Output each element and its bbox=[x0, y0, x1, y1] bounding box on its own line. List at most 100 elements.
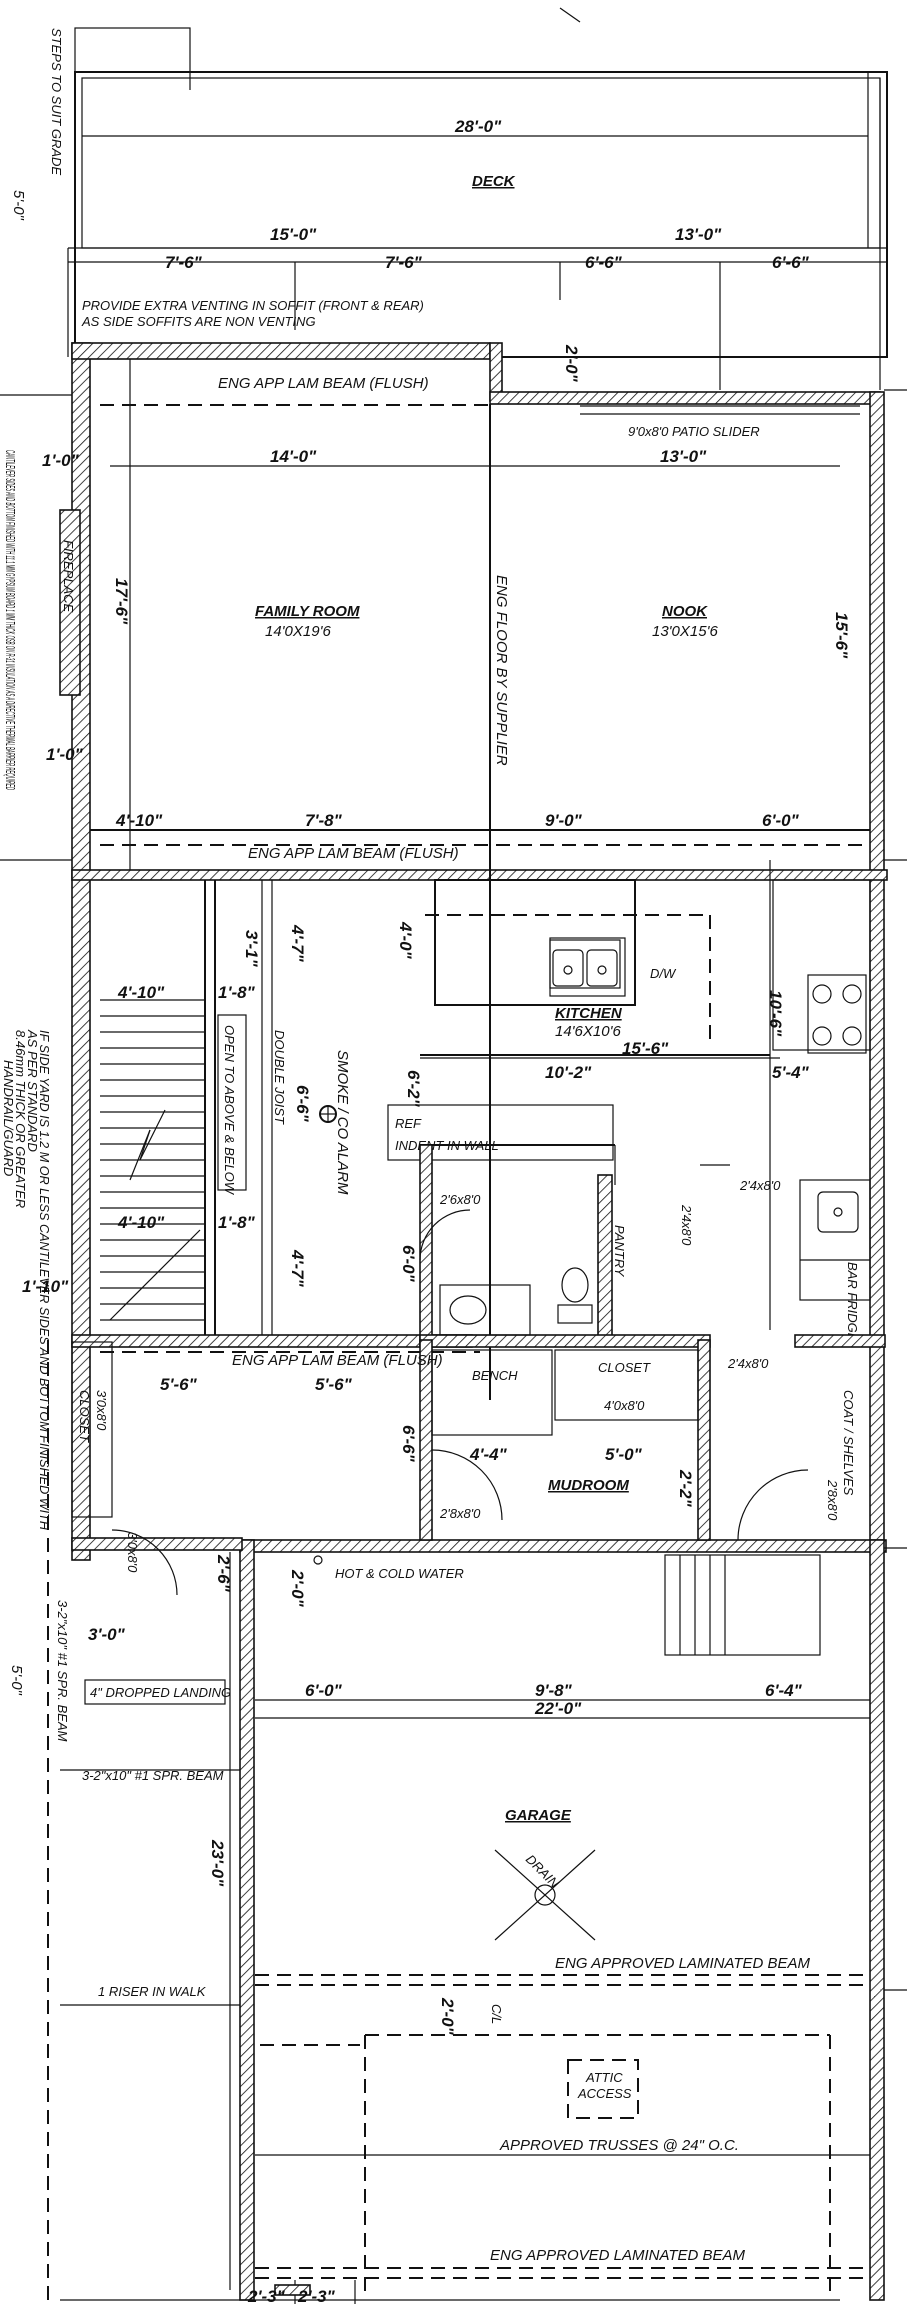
dim-15-0: 15'-0" bbox=[270, 225, 317, 244]
deck bbox=[67, 7, 888, 390]
attic-label-1: ATTIC bbox=[585, 2070, 623, 2085]
dim-4-10-a: 4'-10" bbox=[115, 811, 163, 830]
vanity-sink-icon bbox=[439, 1284, 531, 1336]
dim-3-0: 3'-0" bbox=[88, 1625, 126, 1644]
fireplace bbox=[59, 509, 81, 696]
dim-9-0: 9'-0" bbox=[545, 811, 583, 830]
dim-4-4: 4'-4" bbox=[469, 1445, 508, 1464]
garage-steps bbox=[664, 1554, 821, 1656]
kitchen-counters bbox=[420, 860, 871, 1330]
dim-15-6-b: 15'-6" bbox=[622, 1039, 669, 1058]
dim-1-0-b: 1'-0" bbox=[46, 745, 84, 764]
stair-note-4: IF SIDE YARD IS 1.2 M OR LESS CANTILEVER… bbox=[37, 1030, 52, 1531]
dim-4-7-a: 4'-7" bbox=[288, 924, 307, 963]
dim-13-0: 13'-0" bbox=[675, 225, 722, 244]
dim-14-0: 14'-0" bbox=[270, 447, 317, 466]
dim-2-6x8: 2'6x8'0 bbox=[439, 1192, 481, 1207]
dim-6-6-b: 6'-6" bbox=[772, 253, 810, 272]
dim-10-2: 10'-2" bbox=[545, 1063, 592, 1082]
dim-22-0: 22'-0" bbox=[534, 1699, 582, 1718]
nook-label: NOOK bbox=[662, 603, 708, 620]
dim-6-0-b: 6'-0" bbox=[399, 1245, 418, 1283]
stair-note-1: HANDRAIL/GUARD bbox=[1, 1060, 16, 1176]
interior-walls bbox=[419, 1144, 886, 1541]
bench-label: BENCH bbox=[472, 1368, 518, 1383]
dim-2-0-b: 2'-0" bbox=[288, 1569, 307, 1608]
dim-4-10-b: 4'-10" bbox=[117, 983, 165, 1002]
beam-flush-2: ENG APP LAM BEAM (FLUSH) bbox=[248, 845, 459, 862]
beam-flush-3: ENG APP LAM BEAM (FLUSH) bbox=[232, 1352, 443, 1369]
dim-6-6-d: 6'-6" bbox=[399, 1425, 418, 1463]
open-to-above: OPEN TO ABOVE & BELOW bbox=[222, 1025, 237, 1196]
patio-slider: 9'0x8'0 PATIO SLIDER bbox=[628, 424, 760, 439]
dim-1-8-a: 1'-8" bbox=[218, 983, 256, 1002]
spr-beam-1: 3-2"x10" #1 SPR. BEAM bbox=[55, 1600, 70, 1742]
dim-2-6: 2'-6" bbox=[214, 1554, 233, 1593]
dim-3-1: 3'-1" bbox=[242, 930, 261, 968]
dim-1-0-a: 1'-0" bbox=[42, 451, 80, 470]
dim-9-8: 9'-8" bbox=[535, 1681, 573, 1700]
dim-2-4x8-c: 2'4x8'0 bbox=[727, 1356, 769, 1371]
soffit-note-2: AS SIDE SOFFITS ARE NON VENTING bbox=[81, 314, 316, 329]
deck-width-dim: 28'-0" bbox=[454, 117, 502, 136]
staircase bbox=[100, 880, 216, 1335]
fireplace-label: FIREPLACE bbox=[61, 540, 76, 613]
floor-supplier: ENG FLOOR BY SUPPLIER bbox=[493, 575, 510, 766]
hot-cold-water: HOT & COLD WATER bbox=[335, 1566, 464, 1581]
dim-4-10-c: 4'-10" bbox=[117, 1213, 165, 1232]
stair-note-2: 8.46mm THICK OR GREATER bbox=[13, 1030, 28, 1208]
dim-5-4: 5'-4" bbox=[772, 1063, 810, 1082]
cooktop-icon bbox=[807, 974, 867, 1054]
spr-beam-2: 3-2"x10" #1 SPR. BEAM bbox=[82, 1768, 224, 1783]
lam-beam-1: ENG APPROVED LAMINATED BEAM bbox=[555, 1955, 811, 1972]
dim-6-0-c: 6'-0" bbox=[305, 1681, 343, 1700]
lam-beam-2: ENG APPROVED LAMINATED BEAM bbox=[490, 2247, 746, 2264]
dim-2-4x8-b: 2'4x8'0 bbox=[679, 1204, 694, 1246]
dim-1-8-b: 1'-8" bbox=[218, 1213, 256, 1232]
dim-1-10: 1'-10" bbox=[22, 1277, 69, 1296]
dim-2-0-c: 2'-0" bbox=[438, 1997, 457, 2036]
dim-17-6: 17'-6" bbox=[112, 578, 131, 625]
mudroom-label: MUDROOM bbox=[548, 1477, 629, 1494]
kitchen-size: 14'6X10'6 bbox=[555, 1023, 621, 1040]
smoke-alarm-label: SMOKE / CO ALARM bbox=[334, 1050, 351, 1195]
garage-label: GARAGE bbox=[505, 1807, 572, 1824]
beam-flush-1: ENG APP LAM BEAM (FLUSH) bbox=[218, 375, 429, 392]
dim-6-0: 6'-0" bbox=[762, 811, 800, 830]
dim-4-0x8: 4'0x8'0 bbox=[604, 1398, 645, 1413]
pantry-label: PANTRY bbox=[612, 1225, 627, 1278]
dishwasher-label: D/W bbox=[650, 966, 677, 981]
kitchen-label: KITCHEN bbox=[555, 1005, 623, 1022]
coat-shelves-label: COAT / SHELVES bbox=[841, 1390, 856, 1496]
attic-label-2: ACCESS bbox=[577, 2086, 632, 2101]
dim-2-8x8-a: 2'8x8'0 bbox=[439, 1506, 481, 1521]
dim-2-2: 2'-2" bbox=[676, 1469, 695, 1508]
trusses-label: APPROVED TRUSSES @ 24" O.C. bbox=[499, 2137, 739, 2154]
toilet-icon bbox=[557, 1267, 593, 1324]
ref-label: REF bbox=[395, 1116, 422, 1131]
riser-label: 1 RISER IN WALK bbox=[98, 1984, 207, 1999]
ref-indent-label: INDENT IN WALL bbox=[395, 1138, 499, 1153]
dim-5-6-a: 5'-6" bbox=[160, 1375, 198, 1394]
stair-note-3: AS PER STANDARD bbox=[25, 1029, 40, 1152]
bar-fridge-label: BAR FRIDGE bbox=[845, 1262, 860, 1342]
dim-2-0-top: 2'-0" bbox=[562, 344, 581, 383]
cl-label: C/L bbox=[489, 2004, 504, 2024]
dim-13-0-b: 13'-0" bbox=[660, 447, 707, 466]
kitchen-sink-icon bbox=[549, 939, 621, 989]
dim-7-8: 7'-8" bbox=[305, 811, 343, 830]
steps-note: STEPS TO SUIT GRADE bbox=[49, 28, 64, 175]
dim-6-4: 6'-4" bbox=[765, 1681, 803, 1700]
dim-4-7-b: 4'-7" bbox=[288, 1249, 307, 1288]
dropped-landing: 4" DROPPED LANDING bbox=[90, 1685, 231, 1700]
closet-label-1: CLOSET bbox=[77, 1390, 92, 1443]
closet-label-2: CLOSET bbox=[598, 1360, 651, 1375]
drain-icon bbox=[494, 1849, 596, 1941]
family-room-label: FAMILY ROOM bbox=[255, 603, 360, 620]
dim-10-6: 10'-6" bbox=[766, 990, 785, 1037]
exterior-walls bbox=[71, 342, 888, 2301]
dim-23-0: 23'-0" bbox=[208, 1839, 227, 1887]
dim-7-6-b: 7'-6" bbox=[385, 253, 423, 272]
dim-5-6-b: 5'-6" bbox=[315, 1375, 353, 1394]
